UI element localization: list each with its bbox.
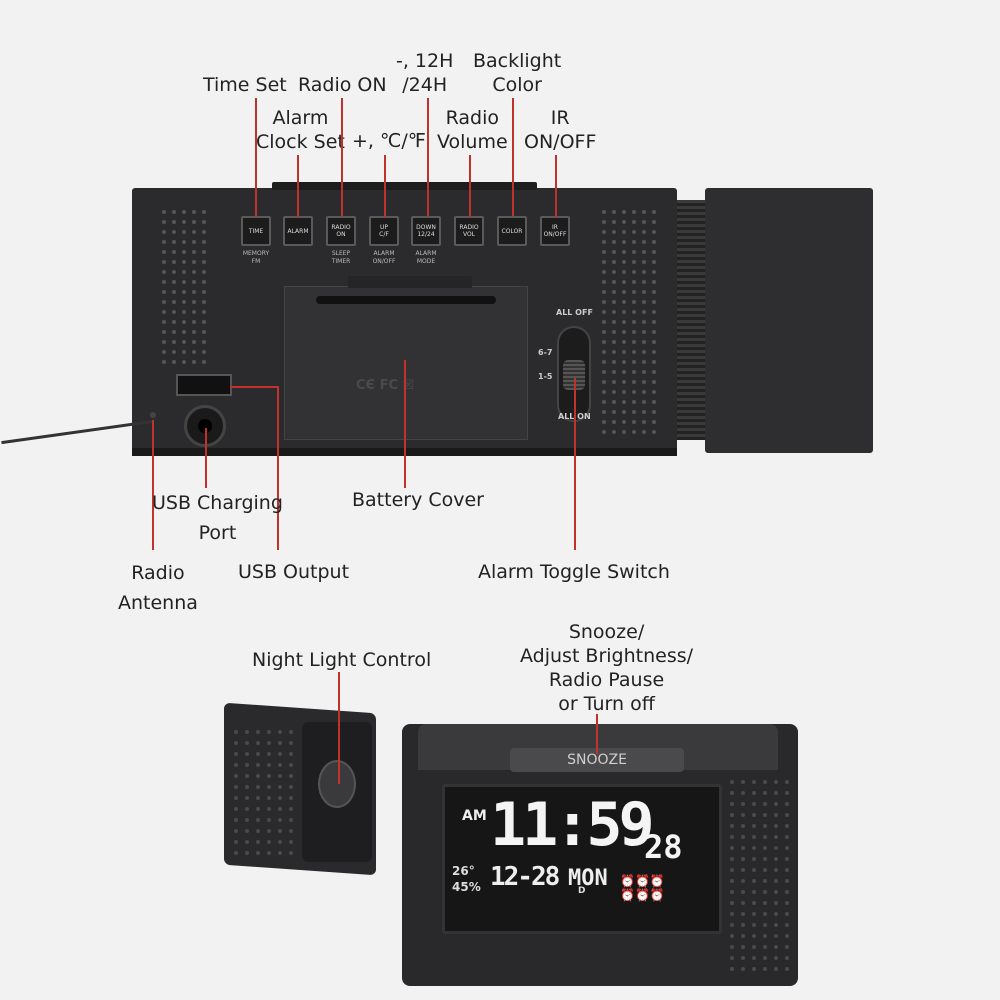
leader-battery	[404, 360, 406, 488]
label-up-temp: +, ℃/℉	[352, 130, 426, 152]
display-humidity: 45%	[452, 880, 481, 894]
display-alarm-icons: ⏰⏰⏰ ⏰⏰⏰	[620, 874, 665, 902]
button-sublabel-2: SLEEP TIMER	[331, 250, 351, 265]
hinge	[677, 200, 705, 440]
leader-night-light	[338, 672, 340, 784]
certification-marks: CЄ FC ☒	[356, 378, 415, 393]
button-sublabel-4: ALARM MODE	[415, 250, 437, 265]
button-6[interactable]: COLOR	[497, 216, 527, 246]
label-battery-cover: Battery Cover	[352, 489, 484, 511]
usb-charging-port-hole	[198, 419, 212, 433]
label-usb-charging-port: USB Charging Port	[152, 492, 283, 544]
label-alarm-clock-set: Alarm Clock Set	[256, 107, 345, 153]
leader-ir	[555, 155, 557, 217]
display-am: AM	[462, 808, 487, 824]
label-hour-mode: -, 12H /24H	[396, 50, 454, 96]
speaker-grille-right	[602, 210, 656, 434]
leader-color	[512, 98, 514, 216]
label-alarm-toggle-switch: Alarm Toggle Switch	[478, 561, 670, 583]
speaker-grille-left	[162, 210, 206, 364]
leader-snooze	[596, 714, 598, 754]
button-7[interactable]: IR ON/OFF	[540, 216, 570, 246]
switch-label-1-5: 1-5	[538, 372, 553, 381]
display-seconds: 28	[644, 828, 683, 866]
label-radio-volume: Radio Volume	[437, 107, 508, 153]
leader-time	[255, 98, 257, 216]
label-backlight-color: Backlight Color	[473, 50, 562, 96]
display-day: MON	[568, 866, 608, 891]
label-radio-antenna: Radio Antenna	[118, 562, 198, 614]
leader-usb-output-v	[277, 386, 279, 550]
battery-cover-slot	[316, 296, 496, 304]
button-5[interactable]: RADIO VOL	[454, 216, 484, 246]
leader-switch	[574, 378, 576, 550]
button-0[interactable]: TIME	[241, 216, 271, 246]
button-2[interactable]: RADIO ON	[326, 216, 356, 246]
switch-label-6-7: 6-7	[538, 348, 553, 357]
button-3[interactable]: UP C/F	[369, 216, 399, 246]
usb-output-port	[176, 374, 232, 396]
battery-cover	[284, 286, 528, 440]
display-date: 12-28	[490, 862, 560, 892]
night-light-grille	[234, 730, 293, 855]
antenna-wire	[1, 420, 153, 445]
label-radio-on: Radio ON	[298, 74, 387, 96]
switch-label-all-off: ALL OFF	[556, 308, 593, 317]
display-time: 11:59	[490, 790, 655, 860]
clock-side-grille	[730, 780, 789, 971]
label-time-set: Time Set	[203, 74, 287, 96]
night-light-module-back	[705, 188, 873, 453]
leader-radio-on	[341, 98, 343, 216]
leader-radio-vol	[469, 155, 471, 217]
antenna-hole	[150, 412, 156, 418]
label-usb-output: USB Output	[238, 561, 350, 583]
night-light-control-dial[interactable]	[318, 760, 356, 808]
leader-down	[427, 98, 429, 216]
top-edge-ridge	[272, 182, 537, 190]
battery-cover-tab	[348, 276, 472, 288]
button-1[interactable]: ALARM	[283, 216, 313, 246]
leader-alarm	[297, 155, 299, 217]
leader-antenna	[152, 420, 154, 550]
button-4[interactable]: DOWN 12/24	[411, 216, 441, 246]
leader-up	[384, 155, 386, 217]
label-ir-onoff: IR ON/OFF	[524, 107, 597, 153]
label-night-light-control: Night Light Control	[252, 649, 432, 671]
lcd-display	[442, 784, 722, 934]
display-date-suffix: D	[578, 886, 586, 896]
leader-usb-output-h	[230, 386, 278, 388]
switch-knob[interactable]	[563, 360, 585, 390]
switch-label-all-on: ALL ON	[558, 412, 591, 421]
label-snooze: Snooze/ Adjust Brightness/ Radio Pause o…	[520, 621, 694, 715]
button-sublabel-0: MEMORY FM	[242, 250, 270, 265]
display-temp: 26°	[452, 864, 475, 878]
leader-usb-charging	[205, 428, 207, 488]
button-sublabel-3: ALARM ON/OFF	[372, 250, 396, 265]
